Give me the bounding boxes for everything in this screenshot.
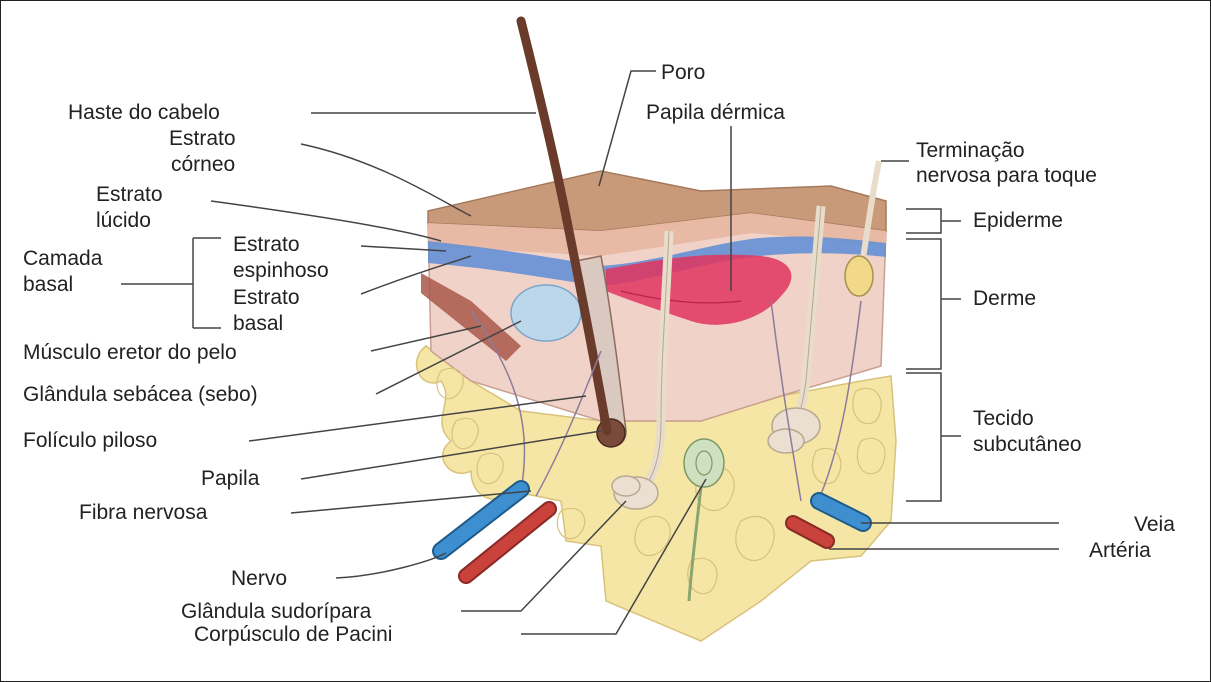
label-estrato-espinhoso-line2: espinhoso [233,259,329,283]
label-glandula-sebacea: Glândula sebácea (sebo) [23,383,258,407]
label-estrato-lucido-line2: lúcido [96,209,151,233]
label-derme: Derme [973,287,1036,311]
label-estrato-basal-line2: basal [233,312,283,336]
label-nervo: Nervo [231,567,287,591]
label-papila: Papila [201,467,259,491]
label-foliculo-piloso: Folículo piloso [23,429,157,453]
label-arteria: Artéria [1089,539,1151,563]
label-poro: Poro [661,61,705,85]
label-epiderme: Epiderme [973,209,1063,233]
label-glandula-sudoripara: Glândula sudorípara [181,600,371,624]
pacinian-corpuscle [684,439,724,487]
label-estrato-lucido-line1: Estrato [96,183,163,207]
label-tecido-line1: Tecido [973,407,1034,431]
label-veia: Veia [1134,513,1175,537]
label-fibra-nervosa: Fibra nervosa [79,501,207,525]
label-papila-dermica: Papila dérmica [646,101,785,125]
label-camada-basal-line1: Camada [23,247,102,271]
label-corpusculo-de-pacini: Corpúsculo de Pacini [194,623,392,647]
label-musculo-eretor: Músculo eretor do pelo [23,341,237,365]
label-haste-do-cabelo: Haste do cabelo [68,101,220,125]
label-terminacao-line1: Terminação [916,139,1025,163]
vessels-left [441,489,549,576]
label-estrato-corneo-line2: córneo [171,153,235,177]
label-estrato-corneo-line1: Estrato [169,127,236,151]
layer-brackets [906,209,961,501]
label-tecido-line2: subcutâneo [973,433,1082,457]
sebaceous-gland [511,285,581,341]
label-terminacao-line2: nervosa para toque [916,164,1097,188]
label-estrato-espinhoso-line1: Estrato [233,233,300,257]
label-estrato-basal-line1: Estrato [233,286,300,310]
label-camada-basal-line2: basal [23,273,73,297]
